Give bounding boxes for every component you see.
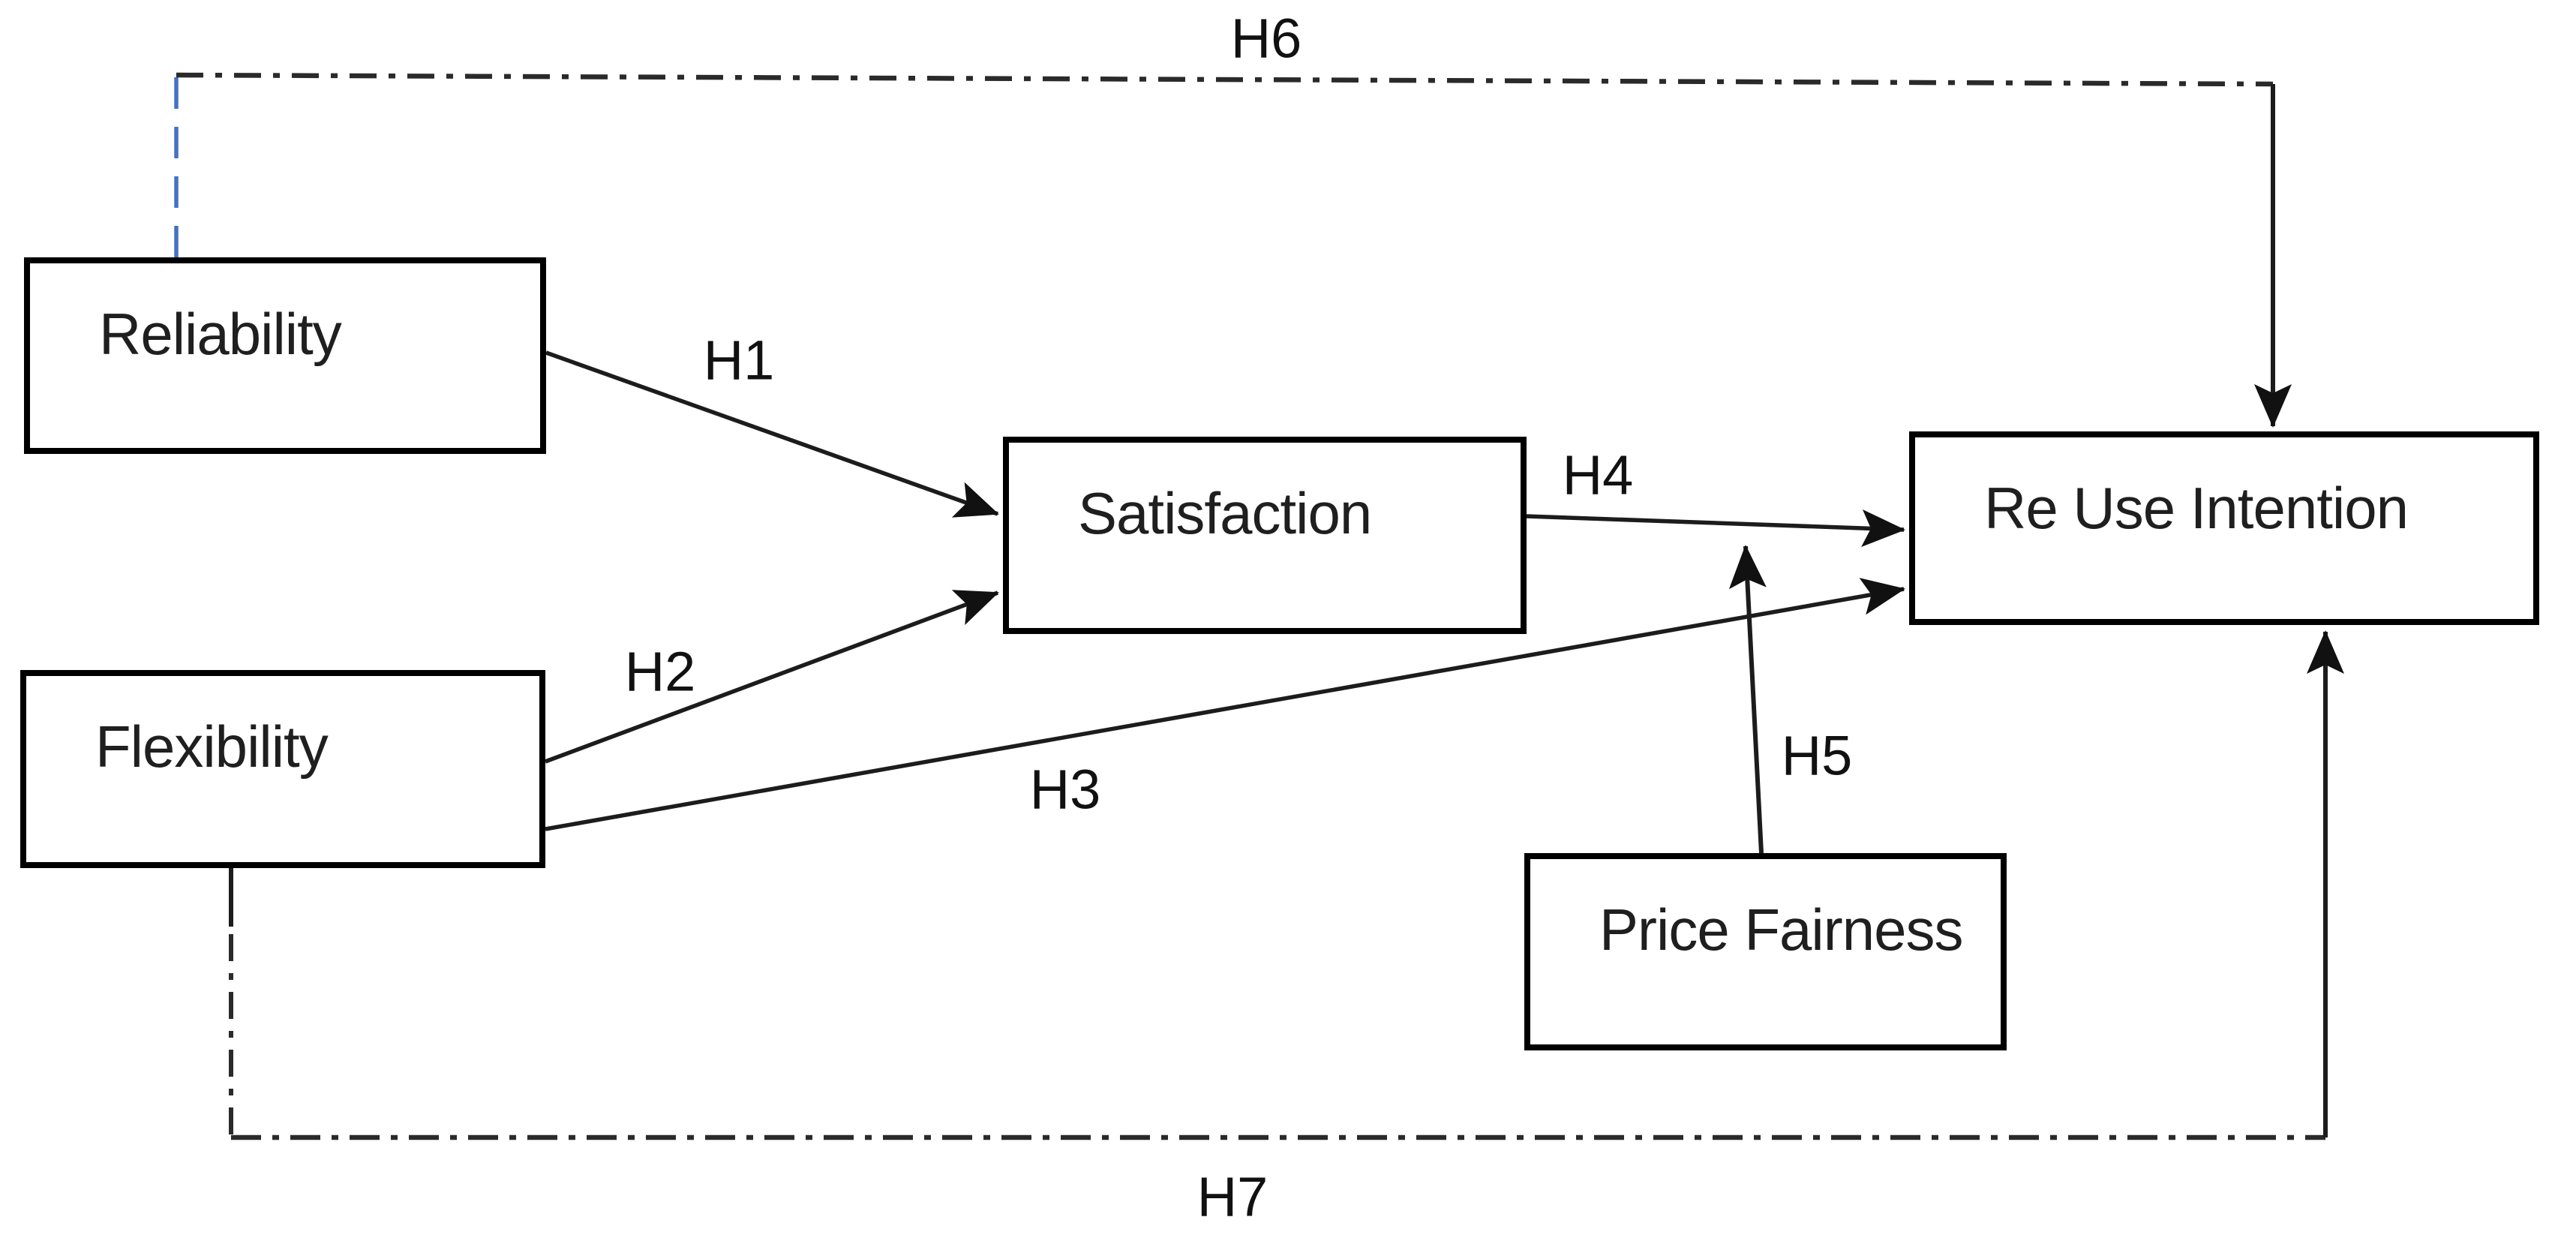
edge-label-h1: H1 (703, 329, 775, 392)
node-satisfaction: Satisfaction (1003, 437, 1527, 634)
node-reuse-intention: Re Use Intention (1909, 431, 2539, 625)
edge-h1-line (545, 350, 999, 518)
edge-label-h6: H6 (1230, 7, 1302, 70)
node-reuse-intention-label: Re Use Intention (1984, 475, 2409, 541)
node-price-fairness: Price Fairness (1524, 853, 2007, 1050)
node-reliability-label: Reliability (99, 301, 342, 367)
edge-h2-line (545, 590, 999, 764)
node-satisfaction-label: Satisfaction (1078, 480, 1372, 546)
edge-label-h2: H2 (624, 640, 696, 703)
node-price-fairness-label: Price Fairness (1599, 897, 1963, 963)
edge-label-h3: H3 (1029, 758, 1101, 821)
edge-h4-line (1526, 509, 1905, 547)
node-flexibility: Flexibility (20, 670, 545, 868)
edge-h5-line (1728, 545, 1767, 854)
node-reliability: Reliability (24, 257, 546, 454)
edge-h3-line (545, 578, 1905, 831)
node-flexibility-label: Flexibility (95, 714, 329, 780)
edge-label-h7: H7 (1196, 1165, 1268, 1228)
edge-h6-dashdot-line (176, 72, 2274, 87)
edge-label-h4: H4 (1562, 443, 1634, 506)
edge-label-h5: H5 (1781, 724, 1853, 787)
